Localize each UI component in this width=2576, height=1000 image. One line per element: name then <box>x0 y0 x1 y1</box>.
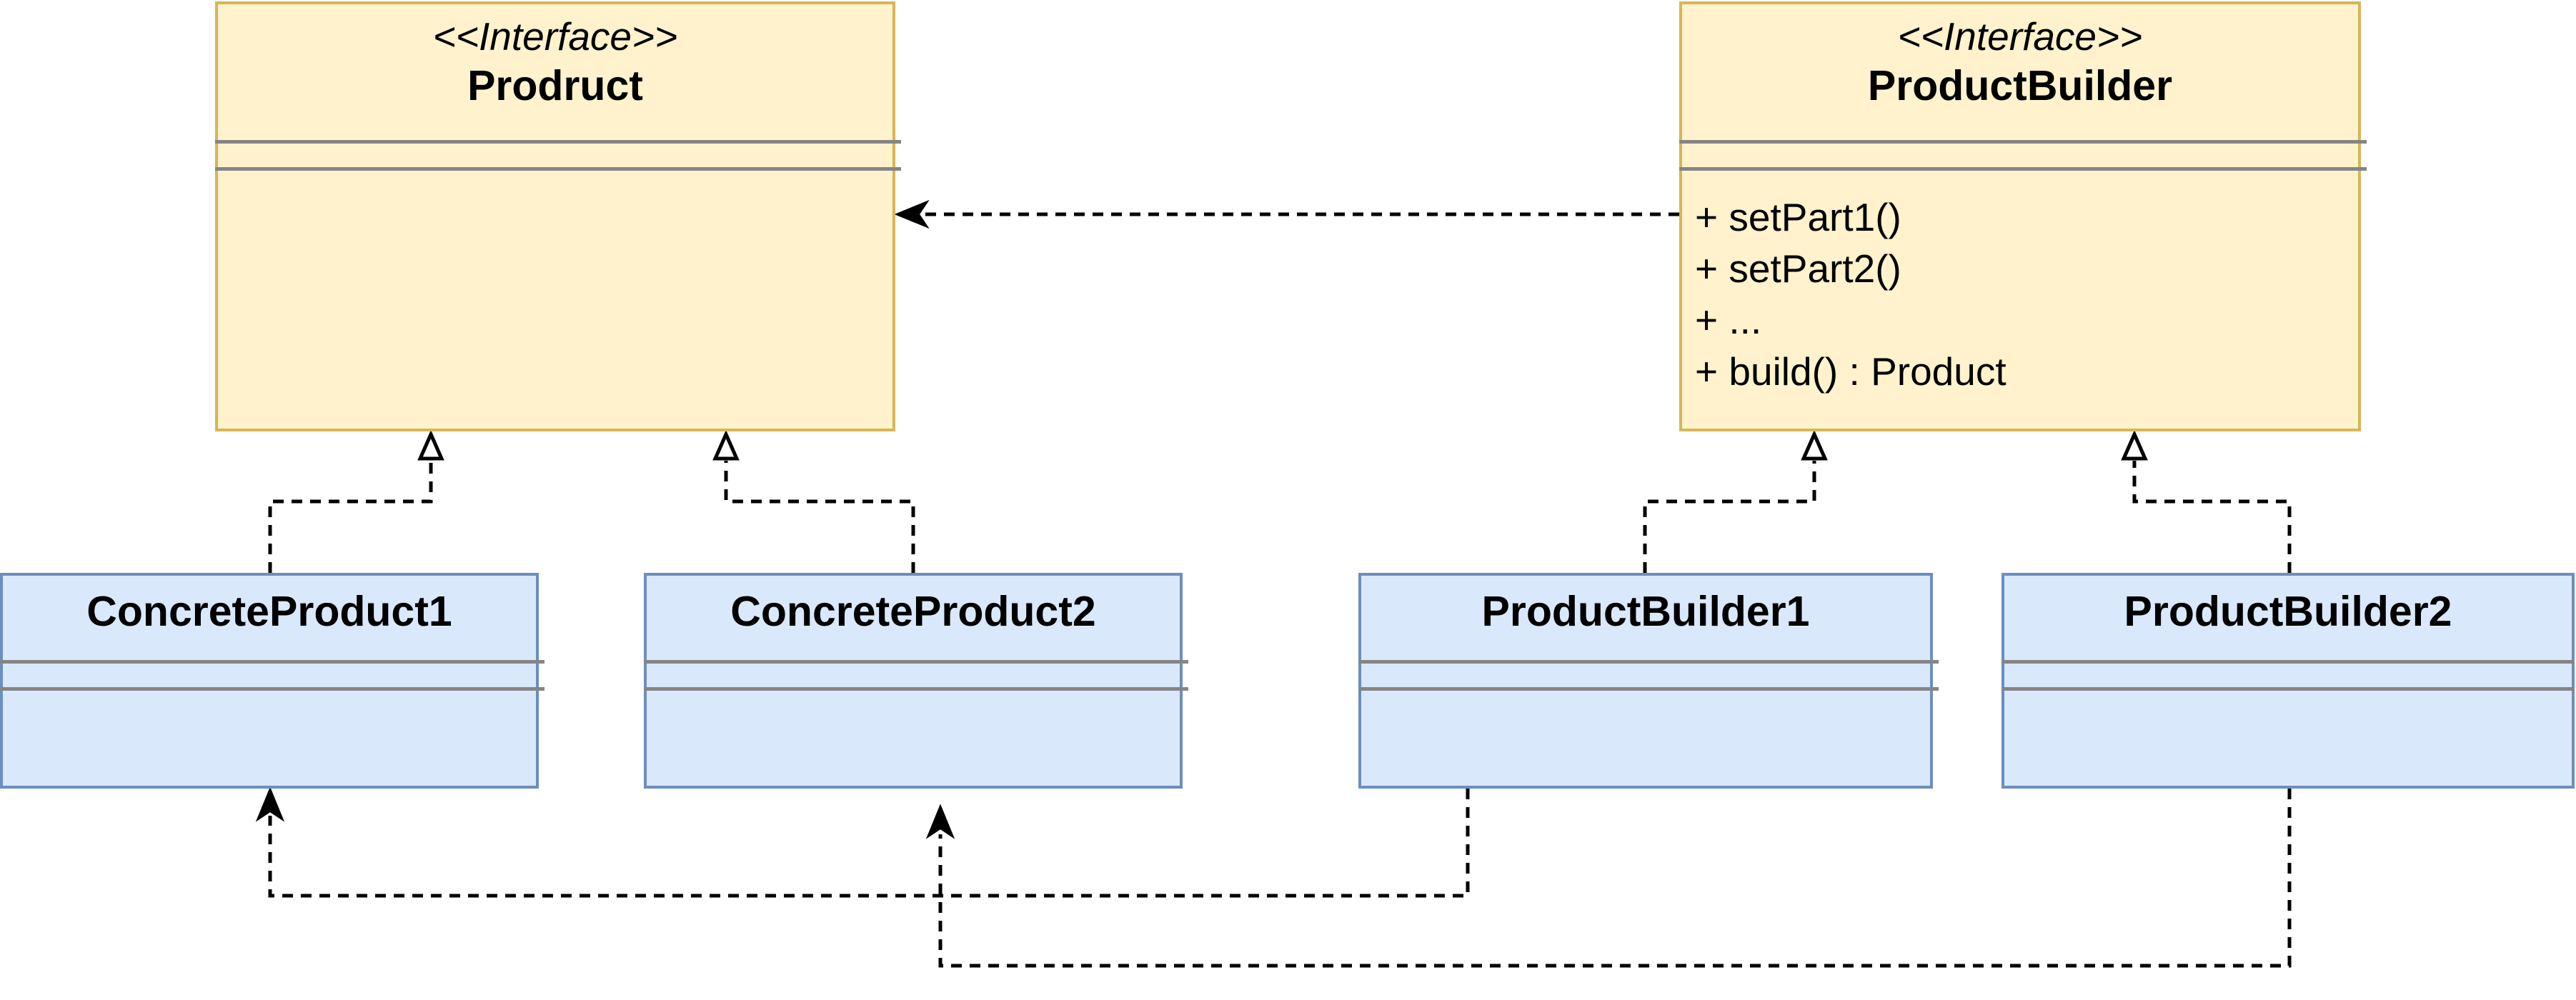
realization-productbuilder1 <box>1643 461 1816 573</box>
method-item: + build() : Product <box>1695 349 2006 394</box>
class-name: ProductBuilder <box>1867 62 2173 109</box>
method-item: + setPart1() <box>1695 195 1901 239</box>
method-item: + setPart2() <box>1695 246 1901 291</box>
realization-arrowhead-2 <box>712 429 740 461</box>
stereotype-label: <<Interface>> <box>432 14 678 59</box>
dependency-arrowhead-concreteproduct2 <box>925 804 955 839</box>
realization-concreteproduct2 <box>724 461 915 573</box>
separator-line <box>0 687 544 691</box>
realization-productbuilder2 <box>2132 461 2292 573</box>
separator-line <box>1358 660 1939 664</box>
realization-concreteproduct1 <box>268 461 433 573</box>
separator-line <box>215 140 901 144</box>
separator-line <box>644 687 1188 691</box>
separator-line <box>0 660 544 664</box>
method-list: + setPart1() + setPart2() + ... + build(… <box>1695 191 2006 397</box>
dependency-arrowhead-product <box>894 199 930 229</box>
class-name: ConcreteProduct1 <box>86 588 452 635</box>
realization-arrowhead-3 <box>1801 429 1828 461</box>
dependency-builder2-to-concreteproduct2 <box>938 789 2292 968</box>
class-product-builder-1[interactable]: ProductBuilder1 <box>1358 573 1939 789</box>
dependency-builder1-to-concreteproduct1 <box>268 789 1470 898</box>
separator-line <box>1679 140 2367 144</box>
class-concrete-product-1[interactable]: ConcreteProduct1 <box>0 573 544 789</box>
class-name: ProductBuilder2 <box>2124 588 2452 635</box>
class-name: ProductBuilder1 <box>1481 588 1810 635</box>
class-name: ConcreteProduct2 <box>730 588 1096 635</box>
separator-line <box>2001 687 2575 691</box>
separator-line <box>2001 660 2575 664</box>
separator-line <box>1358 687 1939 691</box>
separator-line <box>215 167 901 171</box>
separator-line <box>644 660 1188 664</box>
class-name: Prodruct <box>467 62 643 109</box>
stereotype-label: <<Interface>> <box>1897 14 2143 59</box>
separator-line <box>1679 167 2367 171</box>
realization-arrowhead-1 <box>417 429 444 461</box>
dependency-arrowhead-concreteproduct1 <box>255 786 285 822</box>
method-item: + ... <box>1695 298 1762 342</box>
interface-product-builder[interactable]: <<Interface>> ProductBuilder + setPart1(… <box>1679 1 2367 431</box>
realization-arrowhead-4 <box>2121 429 2148 461</box>
class-concrete-product-2[interactable]: ConcreteProduct2 <box>644 573 1188 789</box>
interface-product[interactable]: <<Interface>> Prodruct <box>215 1 901 431</box>
class-product-builder-2[interactable]: ProductBuilder2 <box>2001 573 2575 789</box>
